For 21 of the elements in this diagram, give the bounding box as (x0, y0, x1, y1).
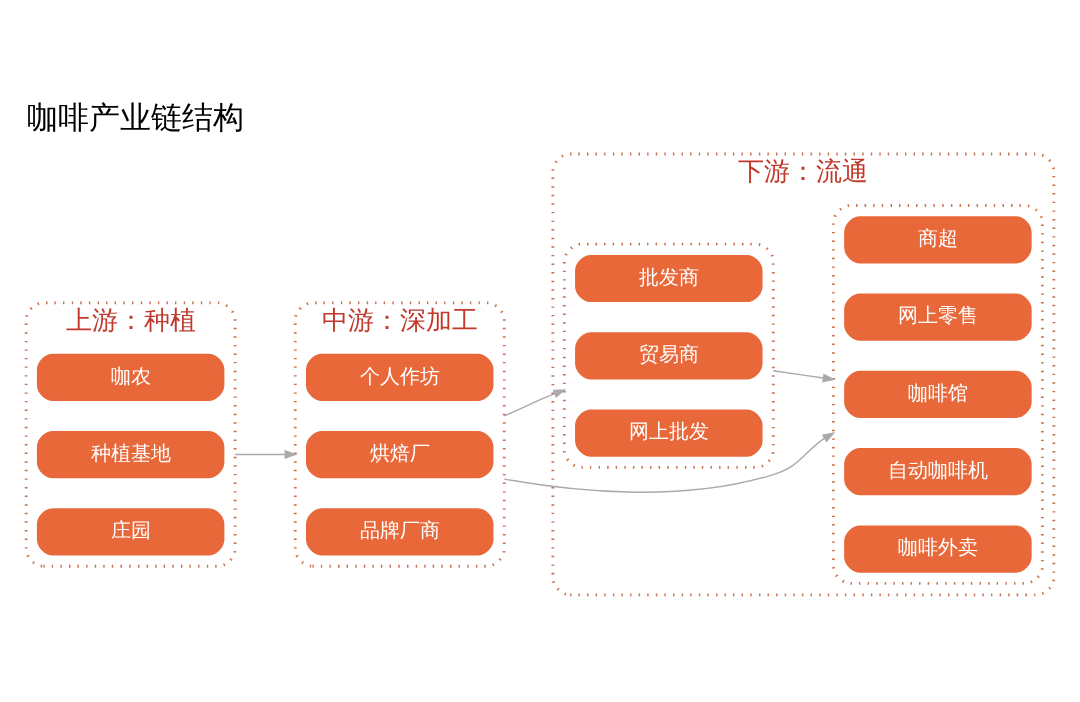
node-box: 种植基地 (36, 430, 225, 478)
node-box: 烘焙厂 (306, 430, 494, 478)
node-box: 网上批发 (575, 408, 763, 457)
arrow (503, 388, 567, 417)
diagram-title: 咖啡产业链结构 (27, 98, 245, 135)
node-box: 个人作坊 (306, 353, 494, 401)
node-box: 商超 (844, 215, 1032, 263)
arrow (234, 449, 298, 459)
node-box: 自动咖啡机 (844, 447, 1032, 495)
cluster (832, 203, 1044, 585)
node-box: 咖农 (36, 353, 225, 401)
node-box: 品牌厂商 (306, 507, 494, 555)
node-box: 咖啡外卖 (844, 524, 1032, 573)
node-box: 贸易商 (575, 331, 763, 379)
arrow (772, 369, 836, 382)
node-box: 庄园 (36, 507, 225, 555)
arrow (503, 431, 836, 493)
cluster (562, 242, 775, 469)
node-box: 批发商 (575, 254, 763, 302)
node-box: 咖啡馆 (844, 370, 1032, 418)
node-box: 网上零售 (844, 293, 1032, 341)
